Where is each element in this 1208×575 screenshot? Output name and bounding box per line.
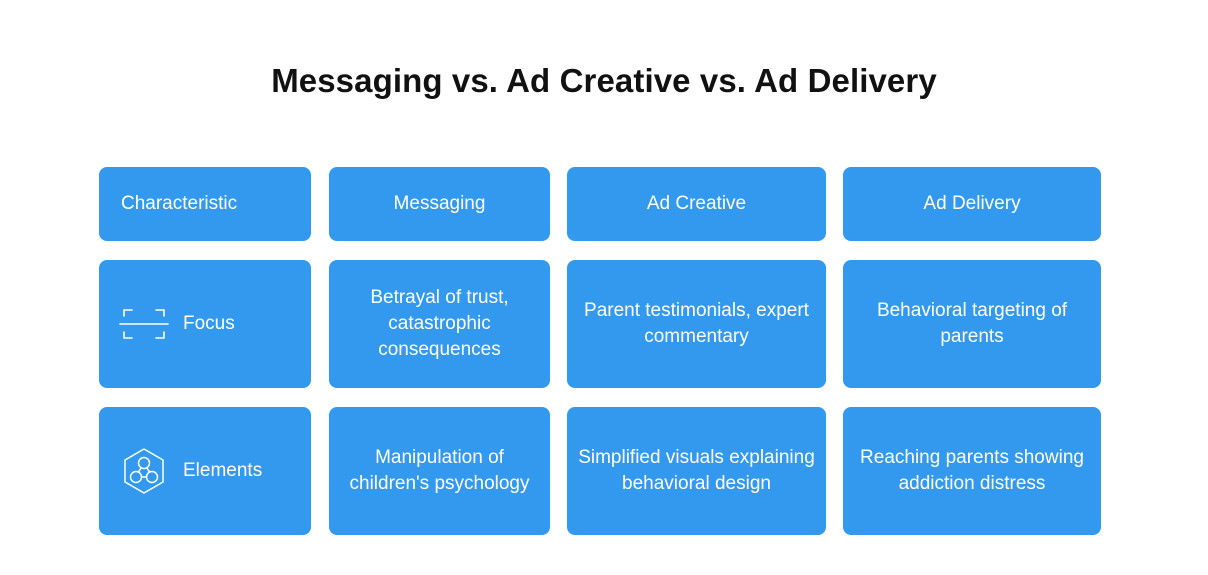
header-messaging: Messaging <box>329 167 550 241</box>
header-ad-creative-label: Ad Creative <box>646 193 747 214</box>
focus-messaging-text: Betrayal of trust, catastrophic conseque… <box>370 287 509 360</box>
focus-ad-creative-text: Parent testimonials, expert commentary <box>584 300 809 347</box>
row-focus-header: Focus <box>99 260 311 388</box>
header-characteristic-label: Characteristic <box>121 193 238 214</box>
focus-frame-icon <box>119 299 169 349</box>
elements-ad-creative-cell: Simplified visuals explaining behavioral… <box>567 407 826 535</box>
page-title: Messaging vs. Ad Creative vs. Ad Deliver… <box>271 62 937 99</box>
focus-ad-delivery-cell: Behavioral targeting of parents <box>843 260 1101 388</box>
header-messaging-label: Messaging <box>393 193 486 214</box>
header-ad-delivery-label: Ad Delivery <box>923 193 1021 214</box>
row-focus-label: Focus <box>183 313 235 334</box>
elements-ad-delivery-cell: Reaching parents showing addiction distr… <box>843 407 1101 535</box>
row-elements-header: Elements <box>99 407 311 535</box>
focus-ad-creative-cell: Parent testimonials, expert commentary <box>567 260 826 388</box>
header-characteristic: Characteristic <box>99 167 311 241</box>
elements-ad-delivery-text: Reaching parents showing addiction distr… <box>860 447 1084 494</box>
focus-ad-delivery-text: Behavioral targeting of parents <box>876 300 1068 347</box>
elements-ad-creative-text: Simplified visuals explaining behavioral… <box>578 447 815 494</box>
header-ad-creative: Ad Creative <box>567 167 826 241</box>
header-ad-delivery: Ad Delivery <box>843 167 1101 241</box>
elements-messaging-text: Manipulation of children's psychology <box>349 447 530 494</box>
hexagon-molecule-icon <box>119 446 169 496</box>
focus-messaging-cell: Betrayal of trust, catastrophic conseque… <box>329 260 550 388</box>
elements-messaging-cell: Manipulation of children's psychology <box>329 407 550 535</box>
row-elements-label: Elements <box>183 460 263 481</box>
